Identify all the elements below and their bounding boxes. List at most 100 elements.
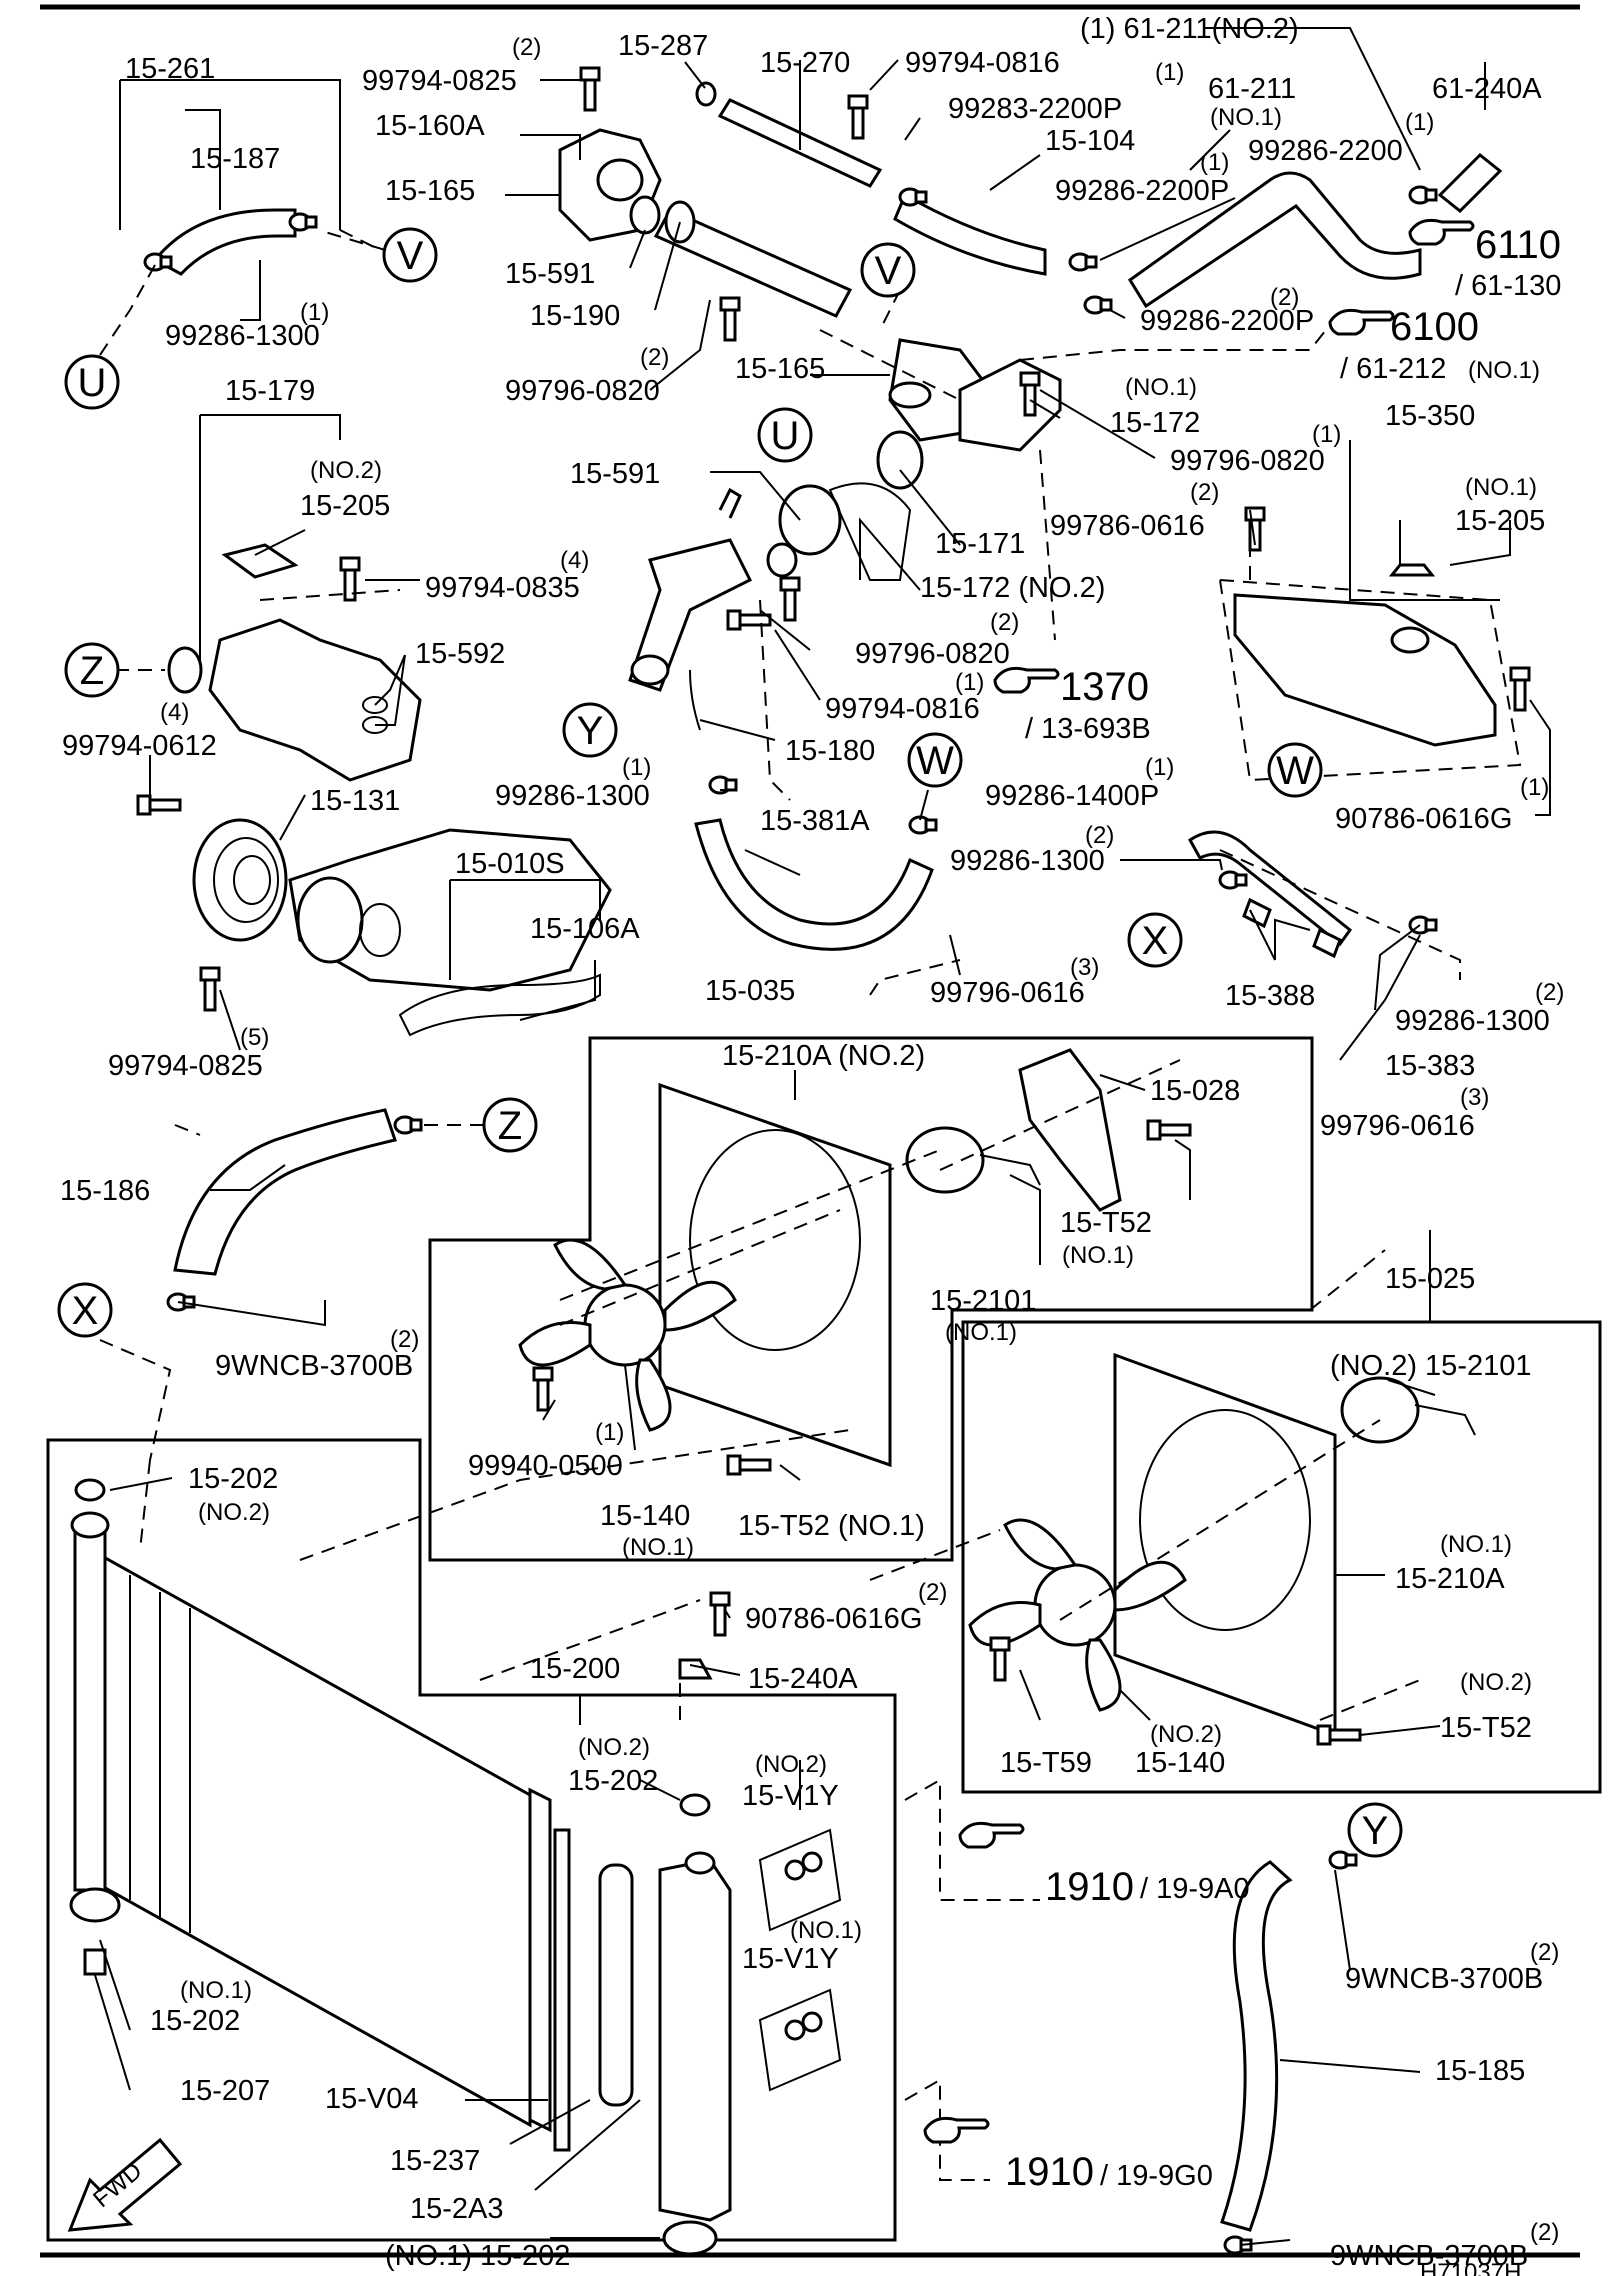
pointer-hand-icon <box>923 2116 990 2144</box>
fan-blade-no1 <box>518 1238 737 1432</box>
qty: (2) <box>918 1579 947 1606</box>
label-15-010s: 15-010S <box>455 848 565 880</box>
label-15-592: 15-592 <box>415 638 505 670</box>
label-99796-0820: 99796-0820 <box>505 375 660 407</box>
label-no2: (NO.2) <box>578 1734 650 1761</box>
svg-text:Y: Y <box>577 709 604 753</box>
qty: (2) <box>990 609 1019 636</box>
label-15-210a-no2: 15-210A (NO.2) <box>722 1040 925 1072</box>
svg-text:W: W <box>916 739 954 783</box>
label-15-202-no1: (NO.1) 15-202 <box>385 2240 570 2272</box>
fitting-61-240a <box>1437 152 1503 214</box>
reserve-hose <box>1188 830 1353 947</box>
label-1910: 1910 <box>1045 1865 1134 1909</box>
label-99286-1300: 99286-1300 <box>165 320 320 352</box>
qty: (2) <box>640 344 669 371</box>
label-15-381a: 15-381A <box>760 805 870 837</box>
label-15-287: 15-287 <box>618 30 708 62</box>
label-15-165: 15-165 <box>735 353 825 385</box>
qty: (1) <box>955 669 984 696</box>
label-no2: (NO.2) <box>1150 1721 1222 1748</box>
label-99796-0616: 99796-0616 <box>930 977 1085 1009</box>
label-no1: (NO.1) <box>1125 374 1197 401</box>
marker-y-center: Y <box>562 702 618 758</box>
svg-text:Z: Z <box>498 1104 522 1148</box>
pointer-hand-icon <box>1408 218 1475 246</box>
fan-motor-no2 <box>1340 1376 1420 1444</box>
label-15-172-no2: 15-172 (NO.2) <box>920 572 1105 604</box>
hose-15-381a <box>694 818 934 951</box>
fan-bracket <box>1018 1048 1122 1212</box>
label-99794-0816: 99794-0816 <box>905 47 1060 79</box>
label-61-212: / 61-212 <box>1340 353 1446 385</box>
qty: (5) <box>240 1024 269 1051</box>
label-no2: (NO.2) <box>1460 1669 1532 1696</box>
label-99786-0616: 99786-0616 <box>1050 510 1205 542</box>
label-15-v04: 15-V04 <box>325 2083 419 2115</box>
qty: (2) <box>1535 979 1564 1006</box>
label-15-383: 15-383 <box>1385 1050 1475 1082</box>
label-15-t52-no1: 15-T52 (NO.1) <box>738 1510 925 1542</box>
label-15-v1y: 15-V1Y <box>742 1780 839 1812</box>
label-61-211-no2: (1) 61-211(NO.2) <box>1080 13 1299 45</box>
label-90786-0616g: 90786-0616G <box>1335 803 1512 835</box>
svg-text:U: U <box>771 414 800 458</box>
label-no2: (NO.2) <box>310 457 382 484</box>
label-15-171: 15-171 <box>935 528 1025 560</box>
label-15-140: 15-140 <box>600 1500 690 1532</box>
label-no1: (NO.1) <box>1465 474 1537 501</box>
fan-motor-no1 <box>905 1126 985 1194</box>
radiator-core <box>98 1552 532 2128</box>
qty: (1) <box>1405 109 1434 136</box>
label-15-t52: 15-T52 <box>1060 1207 1152 1239</box>
label-90786-0616g: 90786-0616G <box>745 1603 922 1635</box>
leader-lines <box>94 27 1551 2246</box>
pointer-hand-icon <box>993 666 1060 694</box>
radiator-tank-15-237 <box>598 1863 634 2107</box>
svg-text:Z: Z <box>80 649 104 693</box>
qty: (1) <box>1155 59 1184 86</box>
radiator-box <box>46 1438 897 2242</box>
water-pump-gasket <box>398 973 601 1037</box>
qty: (3) <box>1460 1084 1489 1111</box>
label-15-200: 15-200 <box>530 1653 620 1685</box>
coolant-bypass-housing <box>208 618 422 782</box>
label-no1: (NO.1) <box>1468 357 1540 384</box>
label-15-591: 15-591 <box>570 458 660 490</box>
thermostat <box>876 430 924 490</box>
label-6100: 6100 <box>1390 305 1479 349</box>
label-9wncb-3700b: 9WNCB-3700B <box>215 1350 413 1382</box>
label-99794-0612: 99794-0612 <box>62 730 217 762</box>
qty: (2) <box>1530 1939 1559 1966</box>
label-99794-0816: 99794-0816 <box>825 693 980 725</box>
qty: (4) <box>160 699 189 726</box>
label-61-130: / 61-130 <box>1455 270 1561 302</box>
label-99283-2200p: 99283-2200P <box>948 93 1122 125</box>
label-9wncb-3700b: 9WNCB-3700B <box>1330 2240 1528 2272</box>
label-99796-0820: 99796-0820 <box>1170 445 1325 477</box>
label-15-165: 15-165 <box>385 175 475 207</box>
label-99286-2200p: 99286-2200P <box>1055 175 1229 207</box>
svg-text:V: V <box>397 234 424 278</box>
label-99286-2200: 99286-2200 <box>1248 135 1403 167</box>
label-1370: 1370 <box>1060 665 1149 709</box>
label-99796-0820: 99796-0820 <box>855 638 1010 670</box>
heater-pipe-61-211 <box>1127 171 1422 309</box>
label-99286-1300: 99286-1300 <box>495 780 650 812</box>
label-15-202: 15-202 <box>568 1765 658 1797</box>
label-61-240a: 61-240A <box>1432 73 1542 105</box>
qty: (2) <box>1270 284 1299 311</box>
label-19-9g0: / 19-9G0 <box>1100 2160 1213 2192</box>
label-15-207: 15-207 <box>180 2075 270 2107</box>
label-15-140: 15-140 <box>1135 1747 1225 1779</box>
label-15-180: 15-180 <box>785 735 875 767</box>
label-no1: (NO.1) <box>1440 1531 1512 1558</box>
label-15-202: 15-202 <box>150 2005 240 2037</box>
marker-y-right: Y <box>1347 1802 1403 1858</box>
label-15-270: 15-270 <box>760 47 850 79</box>
label-15-172: 15-172 <box>1110 407 1200 439</box>
label-15-237: 15-237 <box>390 2145 480 2177</box>
label-15-186: 15-186 <box>60 1175 150 1207</box>
label-99286-1300: 99286-1300 <box>1395 1005 1550 1037</box>
